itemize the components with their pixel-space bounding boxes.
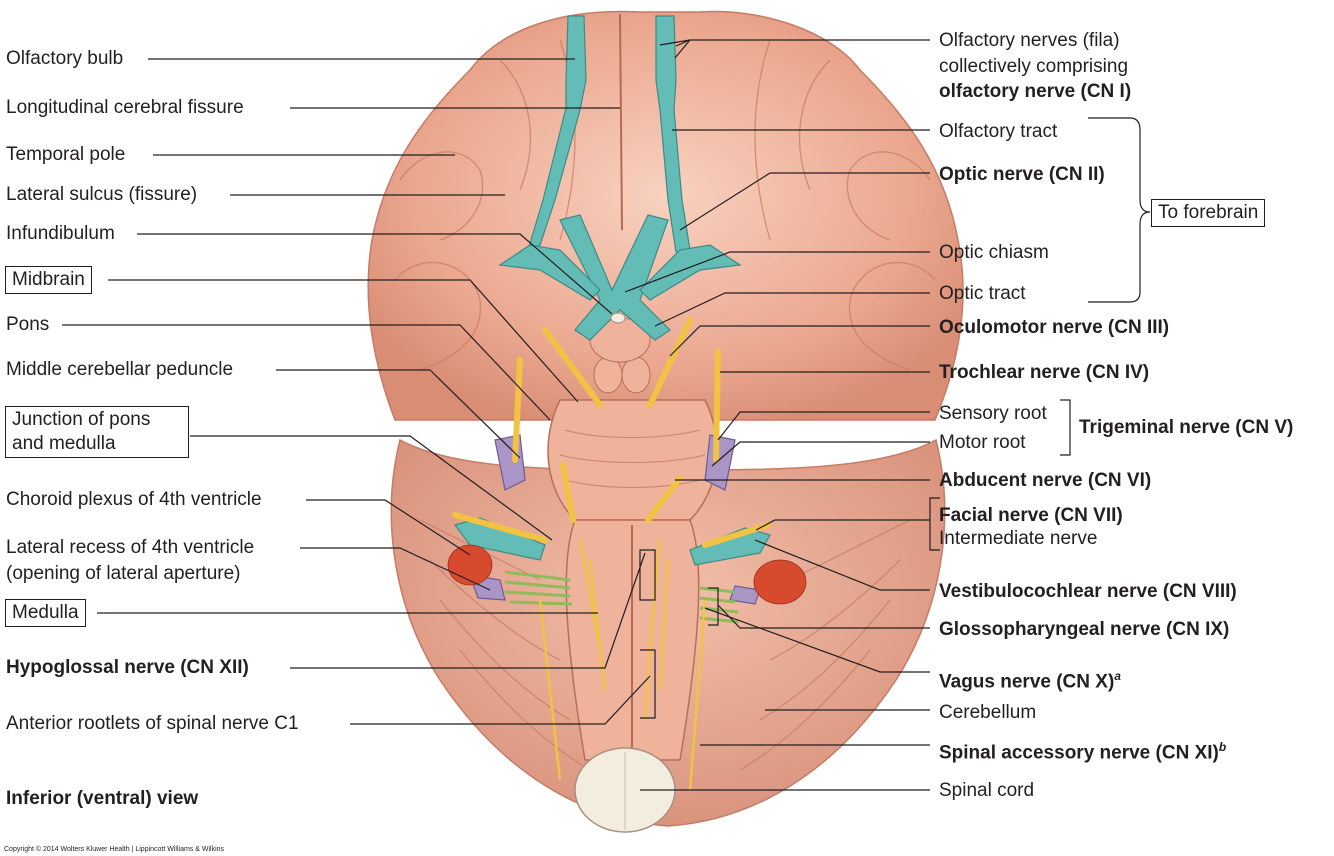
label-junction-line1: Junction of pons <box>12 409 151 430</box>
infundibulum-shape <box>610 312 626 324</box>
label-spinal-accessory-footnote: b <box>1218 740 1227 754</box>
label-spinal-accessory-text: Spinal accessory nerve (CN XI) <box>939 742 1219 764</box>
label-lateral-recess-2: (opening of lateral aperture) <box>6 563 241 584</box>
label-hypoglossal: Hypoglossal nerve (CN XII) <box>6 657 249 678</box>
olfactory-structures <box>453 15 771 566</box>
label-to-forebrain: To forebrain <box>1151 199 1266 227</box>
label-facial: Facial nerve (CN VII) <box>939 505 1123 526</box>
label-vagus-text: Vagus nerve (CN X) <box>939 671 1115 693</box>
label-junction-pons-medulla: Junction of pons and medulla <box>5 406 189 458</box>
label-longitudinal-fissure: Longitudinal cerebral fissure <box>6 97 244 118</box>
label-olfactory-bulb: Olfactory bulb <box>6 48 124 69</box>
label-glossopharyngeal: Glossopharyngeal nerve (CN IX) <box>939 619 1230 640</box>
label-pons: Pons <box>6 314 50 335</box>
pons-shape <box>547 399 718 521</box>
label-optic-nerve: Optic nerve (CN II) <box>939 164 1105 185</box>
label-temporal-pole: Temporal pole <box>6 144 126 165</box>
cranial-nerves-yellow <box>452 317 771 548</box>
mammillary-body-right <box>621 356 651 394</box>
label-sensory-root: Sensory root <box>939 403 1047 424</box>
label-junction-line2: and medulla <box>12 433 116 454</box>
label-vagus-footnote: a <box>1114 669 1121 683</box>
label-intermediate: Intermediate nerve <box>939 528 1098 549</box>
label-spinal-cord: Spinal cord <box>939 780 1035 801</box>
label-view: Inferior (ventral) view <box>6 788 199 809</box>
label-midbrain: Midbrain <box>5 266 92 294</box>
label-olfactory-tract: Olfactory tract <box>939 121 1058 142</box>
label-abducent: Abducent nerve (CN VI) <box>939 470 1152 491</box>
label-vestibulocochlear: Vestibulocochlear nerve (CN VIII) <box>939 581 1237 602</box>
label-medulla: Medulla <box>5 599 86 627</box>
label-motor-root: Motor root <box>939 432 1026 453</box>
label-olfactory-cn1: olfactory nerve (CN I) <box>939 81 1132 102</box>
label-trochlear: Trochlear nerve (CN IV) <box>939 362 1150 383</box>
label-choroid-plexus: Choroid plexus of 4th ventricle <box>6 489 262 510</box>
label-vagus: Vagus nerve (CN X)a <box>939 664 1121 694</box>
cerebrum <box>367 10 964 421</box>
label-lateral-recess-1: Lateral recess of 4th ventricle <box>6 537 255 558</box>
label-trigeminal: Trigeminal nerve (CN V) <box>1079 417 1294 438</box>
label-infundibulum: Infundibulum <box>6 223 115 244</box>
trigeminal-nerves <box>469 434 761 605</box>
longitudinal-fissure <box>619 13 623 231</box>
label-olfactory-nerves-1: Olfactory nerves (fila) <box>939 30 1120 51</box>
leader-lines <box>62 39 1151 791</box>
label-spinal-accessory: Spinal accessory nerve (CN XI)b <box>939 735 1226 765</box>
label-lateral-sulcus: Lateral sulcus (fissure) <box>6 184 198 205</box>
label-optic-chiasm: Optic chiasm <box>939 242 1049 263</box>
copyright-text: Copyright © 2014 Wolters Kluwer Health |… <box>4 846 225 853</box>
label-oculomotor: Oculomotor nerve (CN III) <box>939 317 1170 338</box>
label-optic-tract: Optic tract <box>939 283 1026 304</box>
label-cerebellum: Cerebellum <box>939 702 1037 723</box>
label-olfactory-nerves-2: collectively comprising <box>939 56 1129 77</box>
label-anterior-rootlets: Anterior rootlets of spinal nerve C1 <box>6 713 299 734</box>
label-middle-cerebellar-peduncle: Middle cerebellar peduncle <box>6 359 234 380</box>
gyri <box>394 39 936 371</box>
